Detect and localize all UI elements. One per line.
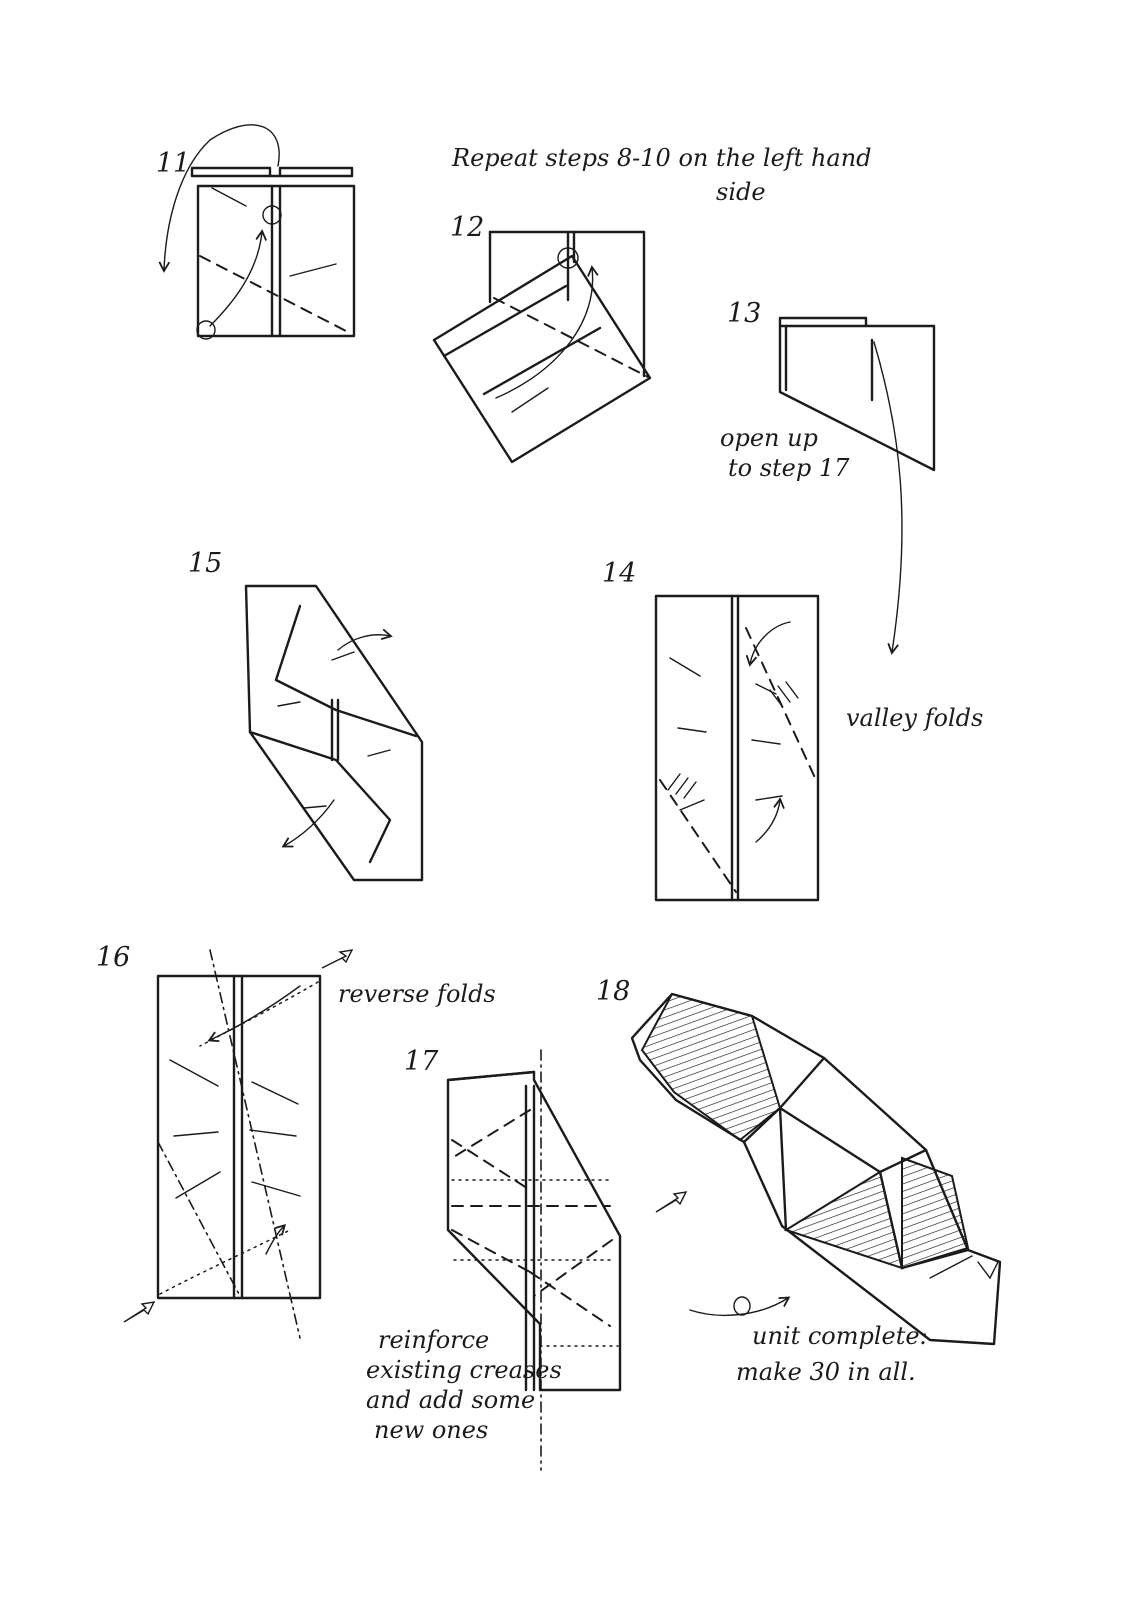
step-18-number: 18 — [596, 976, 630, 1007]
repeat-note-line1: Repeat steps 8-10 on the left hand — [451, 144, 872, 172]
step-12-number: 12 — [450, 212, 484, 243]
reinforce-note-line2: existing creases — [366, 1356, 562, 1384]
unit-complete-note-line2: make 30 in all. — [736, 1358, 916, 1386]
reinforce-note-line3: and add some — [366, 1386, 535, 1414]
reinforce-note-line4: new ones — [374, 1416, 488, 1444]
unit-complete-note-line1: unit complete: — [752, 1322, 928, 1350]
step-15-diagram: 15 — [188, 548, 422, 880]
step-13-number: 13 — [727, 298, 761, 329]
step-17-diagram: 17 reinforce existing creases and add so… — [366, 1046, 620, 1470]
step-16-diagram: 16 reverse folds — [96, 942, 496, 1338]
repeat-note-line2: side — [716, 178, 766, 206]
step-16-number: 16 — [96, 942, 130, 973]
step-18-diagram: 18 unit complete: make 30 in all. — [596, 976, 1000, 1386]
open-up-note-line2: to step 17 — [728, 454, 850, 482]
step-15-number: 15 — [188, 548, 222, 579]
reverse-folds-note: reverse folds — [338, 980, 496, 1008]
step-11-diagram: 11 — [156, 125, 354, 339]
repeat-steps-note: Repeat steps 8-10 on the left hand side — [451, 144, 872, 206]
valley-folds-note: valley folds — [846, 704, 983, 732]
step-17-number: 17 — [404, 1046, 439, 1077]
step-12-diagram: 12 — [434, 212, 650, 462]
step-14-number: 14 — [602, 558, 636, 589]
step-14-diagram: 14 valley folds — [602, 558, 983, 900]
reinforce-note-line1: reinforce — [378, 1326, 489, 1354]
open-up-note-line1: open up — [720, 424, 818, 452]
step-13-diagram: 13 open up to step 17 — [720, 298, 934, 652]
